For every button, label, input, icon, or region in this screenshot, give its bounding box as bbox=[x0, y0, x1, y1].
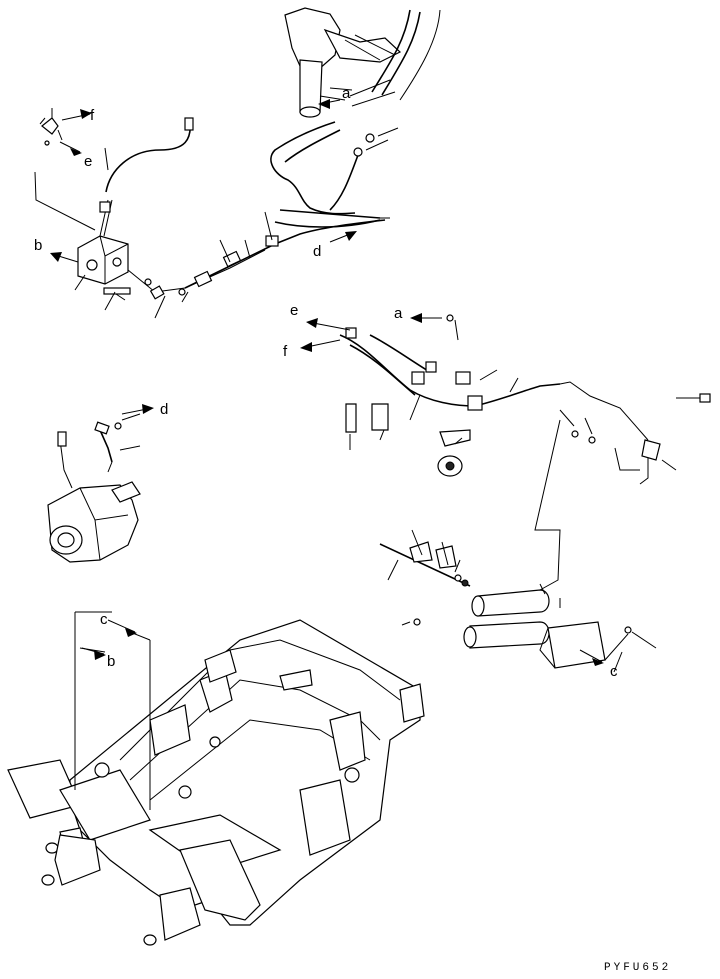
upper-hose-group bbox=[270, 121, 399, 228]
ref-label-f: f bbox=[90, 107, 95, 124]
ref-label-c-right: c bbox=[610, 663, 618, 680]
ref-arrow-c-lower bbox=[107, 619, 137, 637]
mid-hose-group bbox=[339, 314, 711, 485]
tee-fitting bbox=[39, 108, 63, 146]
ref-label-d-mid: d bbox=[160, 401, 168, 418]
ref-arrow-b-top bbox=[50, 252, 79, 263]
ref-label-e: e bbox=[84, 153, 92, 170]
ref-label-a: a bbox=[342, 85, 351, 102]
hydraulic-pump bbox=[47, 413, 141, 563]
ref-label-d: d bbox=[313, 243, 321, 260]
ref-label-b: b bbox=[34, 237, 42, 254]
ref-arrow-d-top bbox=[329, 231, 357, 243]
ref-arrow-c-right bbox=[579, 649, 604, 666]
control-column-assembly bbox=[284, 7, 441, 118]
ref-label-a-mid: a bbox=[394, 305, 403, 322]
machine-frame bbox=[7, 611, 425, 946]
ref-label-c-lower: c bbox=[100, 611, 108, 628]
valve-block-assembly bbox=[34, 117, 386, 301]
ref-arrow-b-lower bbox=[81, 647, 106, 660]
ref-arrow-f-top bbox=[61, 109, 92, 121]
ref-label-f-mid: f bbox=[283, 343, 288, 360]
ref-arrow-a-top bbox=[318, 99, 341, 109]
ref-arrow-e-top bbox=[59, 141, 82, 156]
ref-label-b-lower: b bbox=[107, 653, 115, 670]
ref-arrow-d-mid bbox=[121, 404, 154, 415]
ref-arrow-f-mid bbox=[300, 339, 341, 352]
figure-code: PYFU652 bbox=[604, 962, 671, 974]
cylinder-bracket-assembly bbox=[379, 419, 657, 673]
ref-arrow-e-mid bbox=[306, 318, 351, 331]
leader-lines bbox=[74, 147, 677, 626]
ref-label-e-mid: e bbox=[290, 302, 298, 319]
ref-arrow-a-mid bbox=[410, 313, 442, 323]
